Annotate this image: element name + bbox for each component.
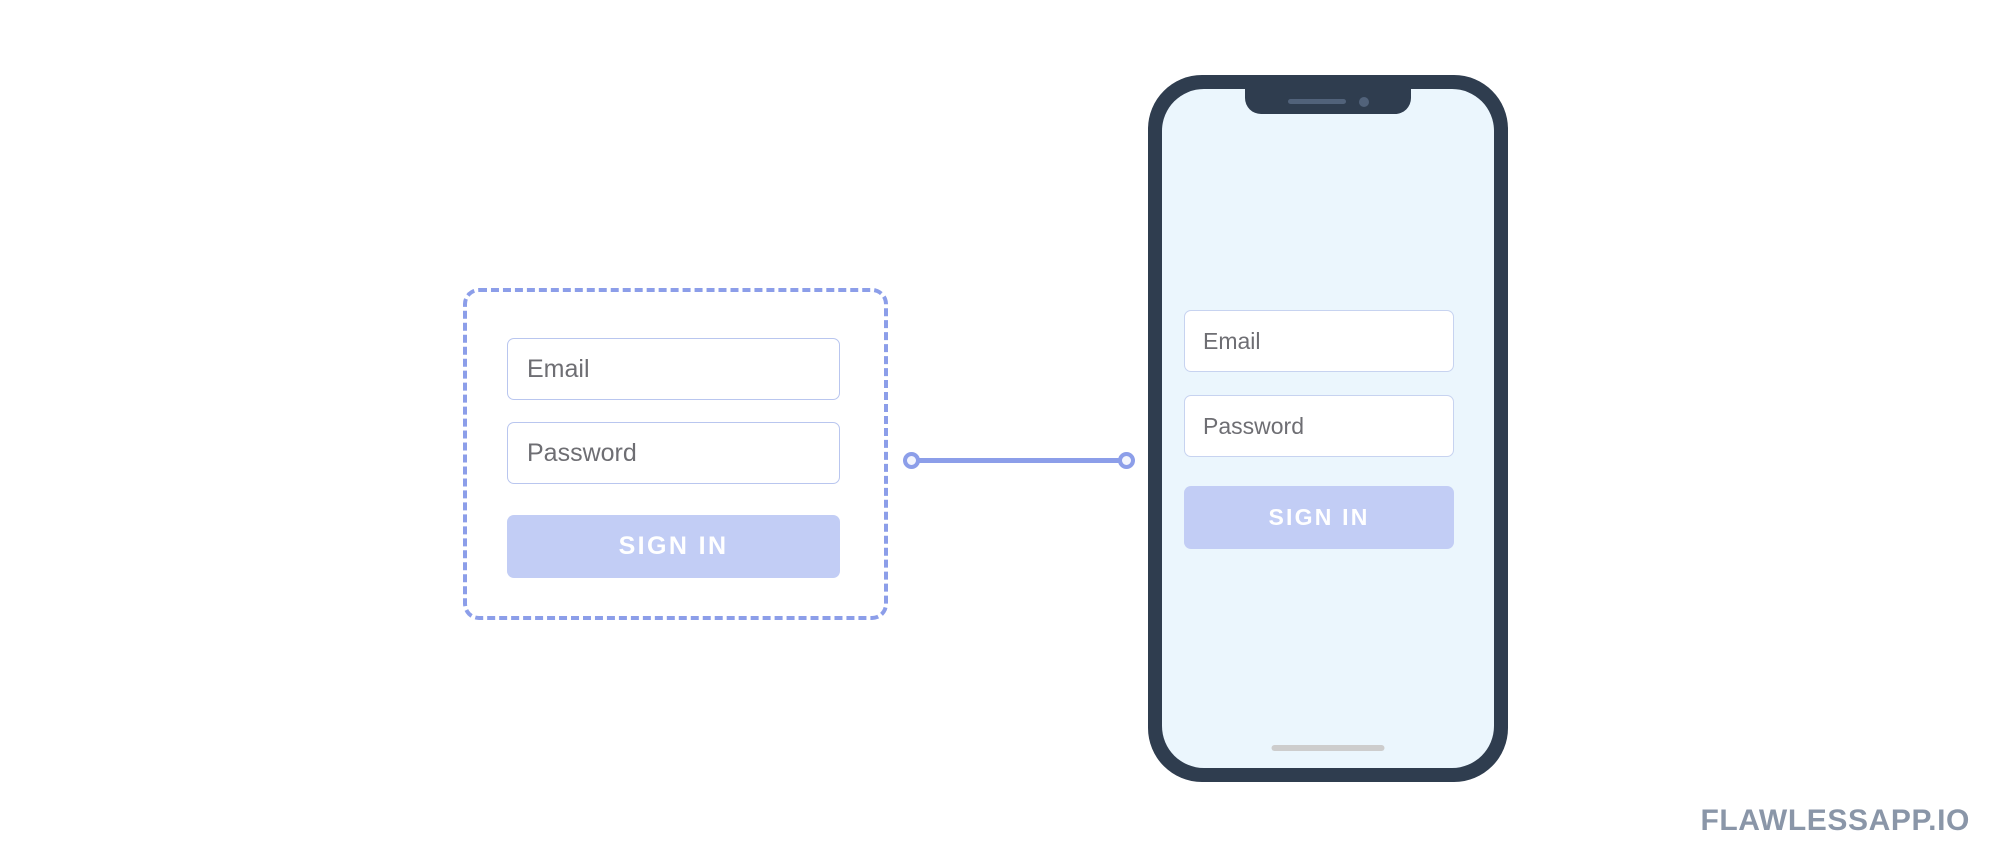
connector-handle-right[interactable] — [1118, 452, 1135, 469]
sign-in-button[interactable]: SIGN IN — [507, 515, 840, 578]
phone-sign-in-button[interactable]: SIGN IN — [1184, 486, 1454, 549]
front-camera-icon — [1358, 96, 1369, 107]
phone-login-form: Email Password SIGN IN — [1184, 310, 1454, 549]
comparison-connector — [903, 452, 1135, 469]
watermark-logo: FLAWLESSAPP.IO — [1700, 804, 1970, 837]
earpiece-speaker-icon — [1287, 99, 1346, 104]
design-selection-box[interactable] — [463, 288, 888, 620]
phone-email-field-placeholder: Email — [1203, 327, 1261, 354]
email-field[interactable]: Email — [507, 338, 840, 400]
password-field[interactable]: Password — [507, 422, 840, 484]
email-field-placeholder: Email — [527, 354, 590, 383]
connector-handle-left[interactable] — [903, 452, 920, 469]
phone-password-field-placeholder: Password — [1203, 412, 1304, 439]
phone-mockup: Email Password SIGN IN — [1148, 75, 1508, 782]
password-field-placeholder: Password — [527, 438, 637, 467]
phone-sign-in-button-label: SIGN IN — [1268, 504, 1370, 530]
design-login-form: Email Password SIGN IN — [507, 338, 840, 578]
connector-line — [911, 458, 1126, 463]
phone-notch — [1245, 89, 1411, 114]
phone-email-field[interactable]: Email — [1184, 310, 1454, 372]
home-indicator — [1271, 745, 1385, 751]
phone-password-field[interactable]: Password — [1184, 395, 1454, 457]
sign-in-button-label: SIGN IN — [618, 532, 729, 560]
phone-screen: Email Password SIGN IN — [1162, 89, 1494, 768]
